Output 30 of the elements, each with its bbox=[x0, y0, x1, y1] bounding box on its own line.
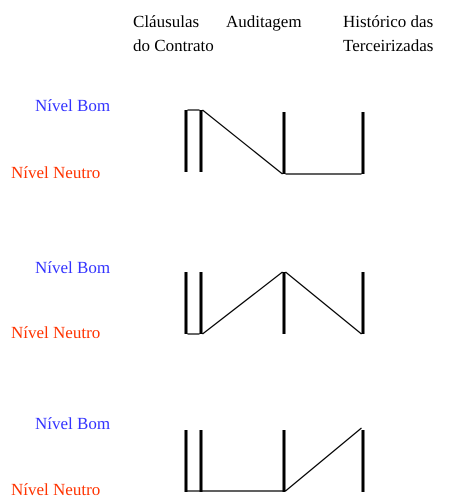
level-bar bbox=[200, 272, 202, 334]
level-label: Nível Bom bbox=[35, 257, 110, 279]
level-label: Nível Neutro bbox=[11, 322, 100, 344]
connector-line bbox=[285, 272, 362, 334]
connector-line bbox=[202, 110, 283, 174]
level-label: Nível Bom bbox=[35, 95, 110, 117]
level-bar bbox=[282, 272, 286, 334]
connector-line bbox=[188, 490, 200, 492]
level-bar bbox=[184, 110, 188, 172]
level-bar bbox=[184, 430, 188, 492]
connector-line bbox=[188, 109, 200, 111]
level-bar bbox=[362, 272, 364, 334]
connector-line bbox=[202, 272, 283, 334]
column-header: Cláusulas do Contrato bbox=[133, 11, 215, 57]
connector-line bbox=[188, 333, 200, 335]
level-bar bbox=[362, 430, 364, 492]
level-bar bbox=[282, 112, 286, 174]
level-bar bbox=[282, 430, 286, 492]
level-bar bbox=[200, 430, 202, 492]
column-header: Histórico das Terceirizadas bbox=[343, 11, 434, 57]
level-bar bbox=[362, 112, 364, 174]
level-label: Nível Bom bbox=[35, 413, 110, 435]
connector-line bbox=[285, 428, 362, 492]
level-bar bbox=[200, 110, 202, 172]
connector-line bbox=[202, 490, 282, 492]
level-label: Nível Neutro bbox=[11, 162, 100, 184]
level-label: Nível Neutro bbox=[11, 479, 100, 498]
connector-line bbox=[286, 173, 362, 175]
column-header: Auditagem bbox=[226, 11, 303, 33]
level-bar bbox=[184, 272, 188, 334]
